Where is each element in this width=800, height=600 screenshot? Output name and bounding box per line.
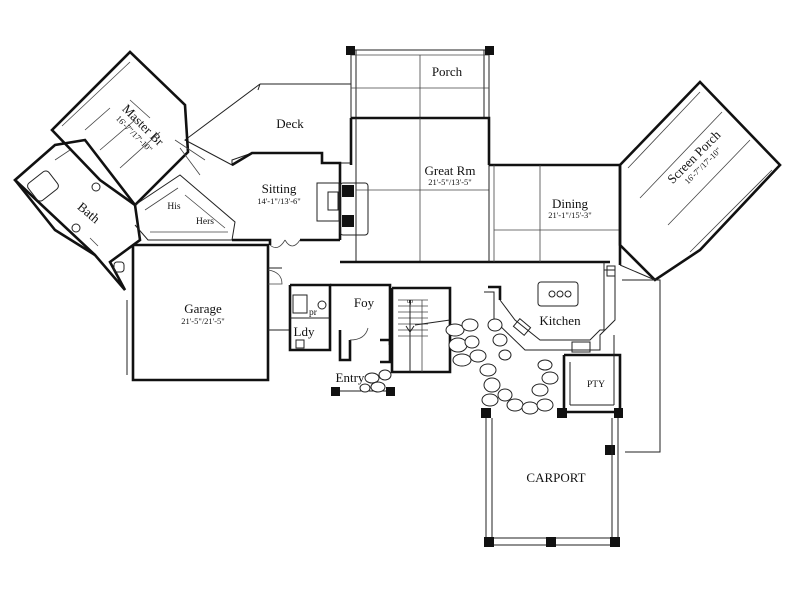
garage-structure bbox=[126, 243, 290, 382]
sitting-dims: 14'-1"/13'-6" bbox=[257, 196, 301, 206]
pantry-label: PTY bbox=[587, 380, 605, 390]
dining-label: Dining bbox=[552, 196, 589, 211]
carport-label: CARPORT bbox=[526, 470, 585, 485]
laundry-label: Ldy bbox=[294, 324, 315, 339]
sitting-label: Sitting bbox=[262, 181, 297, 196]
kitchen-structure bbox=[484, 265, 616, 353]
kitchen-label: Kitchen bbox=[539, 313, 581, 328]
deck-label: Deck bbox=[276, 116, 304, 131]
stair-up-label: up bbox=[407, 299, 413, 305]
carport-structure bbox=[484, 418, 620, 547]
dining-structure bbox=[489, 163, 622, 330]
entry-label: Entry bbox=[336, 370, 365, 385]
garage-dims: 21'-5"/21'-5" bbox=[181, 316, 225, 326]
great-room-structure bbox=[340, 116, 610, 264]
porch-structure bbox=[260, 46, 494, 119]
great-room-dims: 21'-5"/13'-5" bbox=[428, 177, 472, 187]
service-structure bbox=[288, 283, 392, 364]
stair-structure bbox=[390, 286, 452, 374]
great-room-label: Great Rm bbox=[425, 163, 476, 178]
hers-label: Hers bbox=[196, 217, 214, 227]
master-bedroom-structure bbox=[50, 50, 206, 207]
closets-structure bbox=[134, 174, 236, 241]
foy-label: Foy bbox=[354, 295, 375, 310]
bath-structure bbox=[13, 138, 142, 291]
stonework bbox=[359, 318, 623, 418]
his-label: His bbox=[167, 202, 181, 212]
bath-label: Bath bbox=[75, 199, 104, 227]
garage-label: Garage bbox=[184, 301, 222, 316]
screen-porch-structure bbox=[605, 80, 782, 455]
porch-label: Porch bbox=[432, 64, 463, 79]
dining-dims: 21'-1"/15'-3" bbox=[548, 210, 592, 220]
sitting-structure bbox=[231, 151, 369, 248]
powder-room-label: pr bbox=[309, 308, 318, 318]
